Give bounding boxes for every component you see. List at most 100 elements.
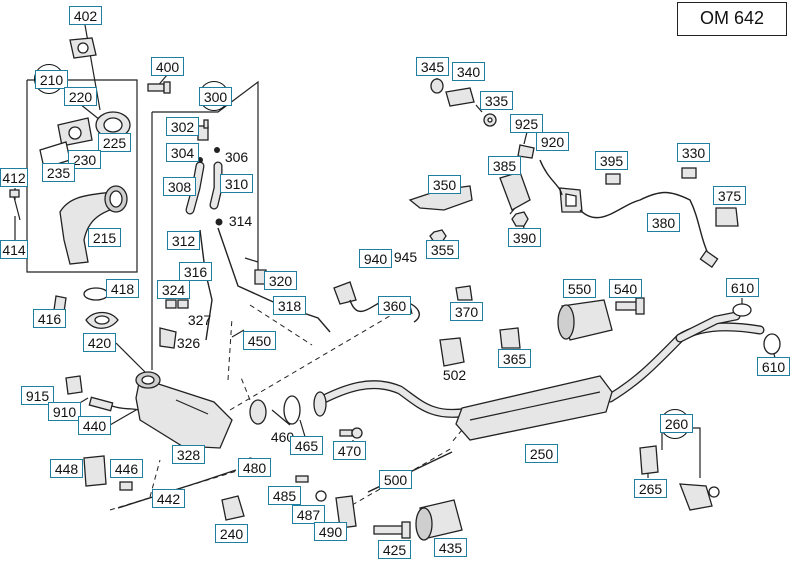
- part-label-314[interactable]: 314: [228, 213, 253, 229]
- part-label-265[interactable]: 265: [634, 479, 667, 498]
- part-label-925[interactable]: 925: [510, 114, 543, 133]
- bolt-412: [9, 189, 21, 221]
- part-label-302[interactable]: 302: [166, 117, 199, 136]
- bracket-326: [159, 327, 177, 349]
- part-label-418[interactable]: 418: [106, 279, 139, 298]
- part-label-335[interactable]: 335: [480, 91, 513, 110]
- part-label-326[interactable]: 326: [176, 335, 201, 351]
- part-label-470[interactable]: 470: [333, 441, 366, 460]
- part-label-365[interactable]: 365: [498, 349, 531, 368]
- flange-460: [249, 399, 267, 425]
- part-label-448[interactable]: 448: [50, 459, 83, 478]
- part-label-308[interactable]: 308: [163, 177, 196, 196]
- part-label-327[interactable]: 327: [187, 312, 212, 328]
- part-label-425[interactable]: 425: [378, 540, 411, 559]
- part-label-370[interactable]: 370: [450, 302, 483, 321]
- part-label-440[interactable]: 440: [78, 416, 111, 435]
- part-label-500[interactable]: 500: [379, 470, 412, 489]
- part-label-610-lower[interactable]: 610: [757, 357, 790, 376]
- muffler-250: [455, 375, 613, 441]
- connector-395: [605, 173, 621, 185]
- part-label-235[interactable]: 235: [42, 163, 75, 182]
- dot-314: [215, 218, 223, 226]
- part-label-355[interactable]: 355: [426, 240, 459, 259]
- pipe-215: [59, 185, 128, 265]
- part-label-380[interactable]: 380: [647, 213, 680, 232]
- part-label-316[interactable]: 316: [179, 262, 212, 281]
- gasket-465: [283, 395, 301, 425]
- part-label-480[interactable]: 480: [238, 458, 271, 477]
- part-label-230[interactable]: 230: [68, 150, 101, 169]
- bracket-375: [715, 207, 739, 227]
- bolt-485: [295, 475, 309, 483]
- part-label-414[interactable]: 414: [0, 240, 28, 259]
- part-label-395[interactable]: 395: [595, 151, 628, 170]
- part-label-300[interactable]: 300: [199, 87, 232, 106]
- part-label-318[interactable]: 318: [273, 296, 306, 315]
- part-label-550[interactable]: 550: [563, 279, 596, 298]
- bracket-365: [499, 327, 521, 349]
- flange-420: [85, 311, 119, 329]
- part-label-915[interactable]: 915: [21, 386, 54, 405]
- part-label-442[interactable]: 442: [152, 489, 185, 508]
- part-label-490[interactable]: 490: [314, 522, 347, 541]
- part-label-412[interactable]: 412: [0, 168, 28, 187]
- bolt-540: [615, 297, 645, 315]
- part-label-402[interactable]: 402: [69, 6, 102, 25]
- sensor-cable-442: [117, 469, 237, 509]
- hanger-240: [221, 495, 245, 521]
- part-label-390[interactable]: 390: [508, 228, 541, 247]
- part-label-420[interactable]: 420: [83, 333, 116, 352]
- bracket-490: [335, 495, 357, 529]
- bolt-335: [483, 113, 497, 127]
- part-label-350[interactable]: 350: [428, 175, 461, 194]
- part-label-360[interactable]: 360: [378, 296, 411, 315]
- part-label-502[interactable]: 502: [442, 367, 467, 383]
- part-label-945[interactable]: 945: [393, 249, 418, 265]
- part-label-330[interactable]: 330: [677, 143, 710, 162]
- part-label-385[interactable]: 385: [488, 156, 521, 175]
- part-label-340[interactable]: 340: [452, 62, 485, 81]
- part-label-304[interactable]: 304: [166, 143, 199, 162]
- part-label-324[interactable]: 324: [157, 280, 190, 299]
- part-label-306[interactable]: 306: [224, 149, 249, 165]
- part-label-225[interactable]: 225: [98, 133, 131, 152]
- hose-308: [185, 161, 205, 215]
- part-label-465[interactable]: 465: [290, 436, 323, 455]
- part-label-260[interactable]: 260: [660, 414, 693, 433]
- part-label-460[interactable]: 460: [270, 429, 295, 445]
- bracket-448: [83, 455, 107, 487]
- part-label-920[interactable]: 920: [536, 132, 569, 151]
- part-label-400[interactable]: 400: [151, 57, 184, 76]
- clip-327: [177, 299, 189, 309]
- group-300-box: [151, 80, 259, 370]
- part-label-485[interactable]: 485: [268, 486, 301, 505]
- leader-lines: [14, 24, 776, 515]
- part-label-312[interactable]: 312: [167, 231, 200, 250]
- part-label-240[interactable]: 240: [215, 524, 248, 543]
- part-label-446[interactable]: 446: [110, 459, 143, 478]
- part-label-910[interactable]: 910: [48, 402, 81, 421]
- part-label-250[interactable]: 250: [525, 444, 558, 463]
- gasket-418: [83, 287, 109, 301]
- part-label-210[interactable]: 210: [35, 70, 68, 89]
- dpf-328: [135, 371, 233, 449]
- part-label-416[interactable]: 416: [33, 309, 66, 328]
- part-label-310[interactable]: 310: [220, 174, 253, 193]
- part-label-450[interactable]: 450: [243, 331, 276, 350]
- part-label-328[interactable]: 328: [172, 445, 205, 464]
- part-label-345[interactable]: 345: [416, 57, 449, 76]
- part-label-320[interactable]: 320: [264, 271, 297, 290]
- part-label-540[interactable]: 540: [609, 279, 642, 298]
- nut-390: [511, 211, 529, 227]
- bracket-925: [517, 144, 535, 159]
- hose-310: [209, 161, 223, 210]
- part-label-610-upper[interactable]: 610: [726, 278, 759, 297]
- part-label-940[interactable]: 940: [359, 249, 392, 268]
- part-label-375[interactable]: 375: [713, 186, 746, 205]
- part-label-435[interactable]: 435: [434, 538, 467, 557]
- part-label-487[interactable]: 487: [292, 505, 325, 524]
- part-label-220[interactable]: 220: [64, 87, 97, 106]
- part-label-215[interactable]: 215: [88, 228, 121, 247]
- mount-260: [679, 483, 720, 511]
